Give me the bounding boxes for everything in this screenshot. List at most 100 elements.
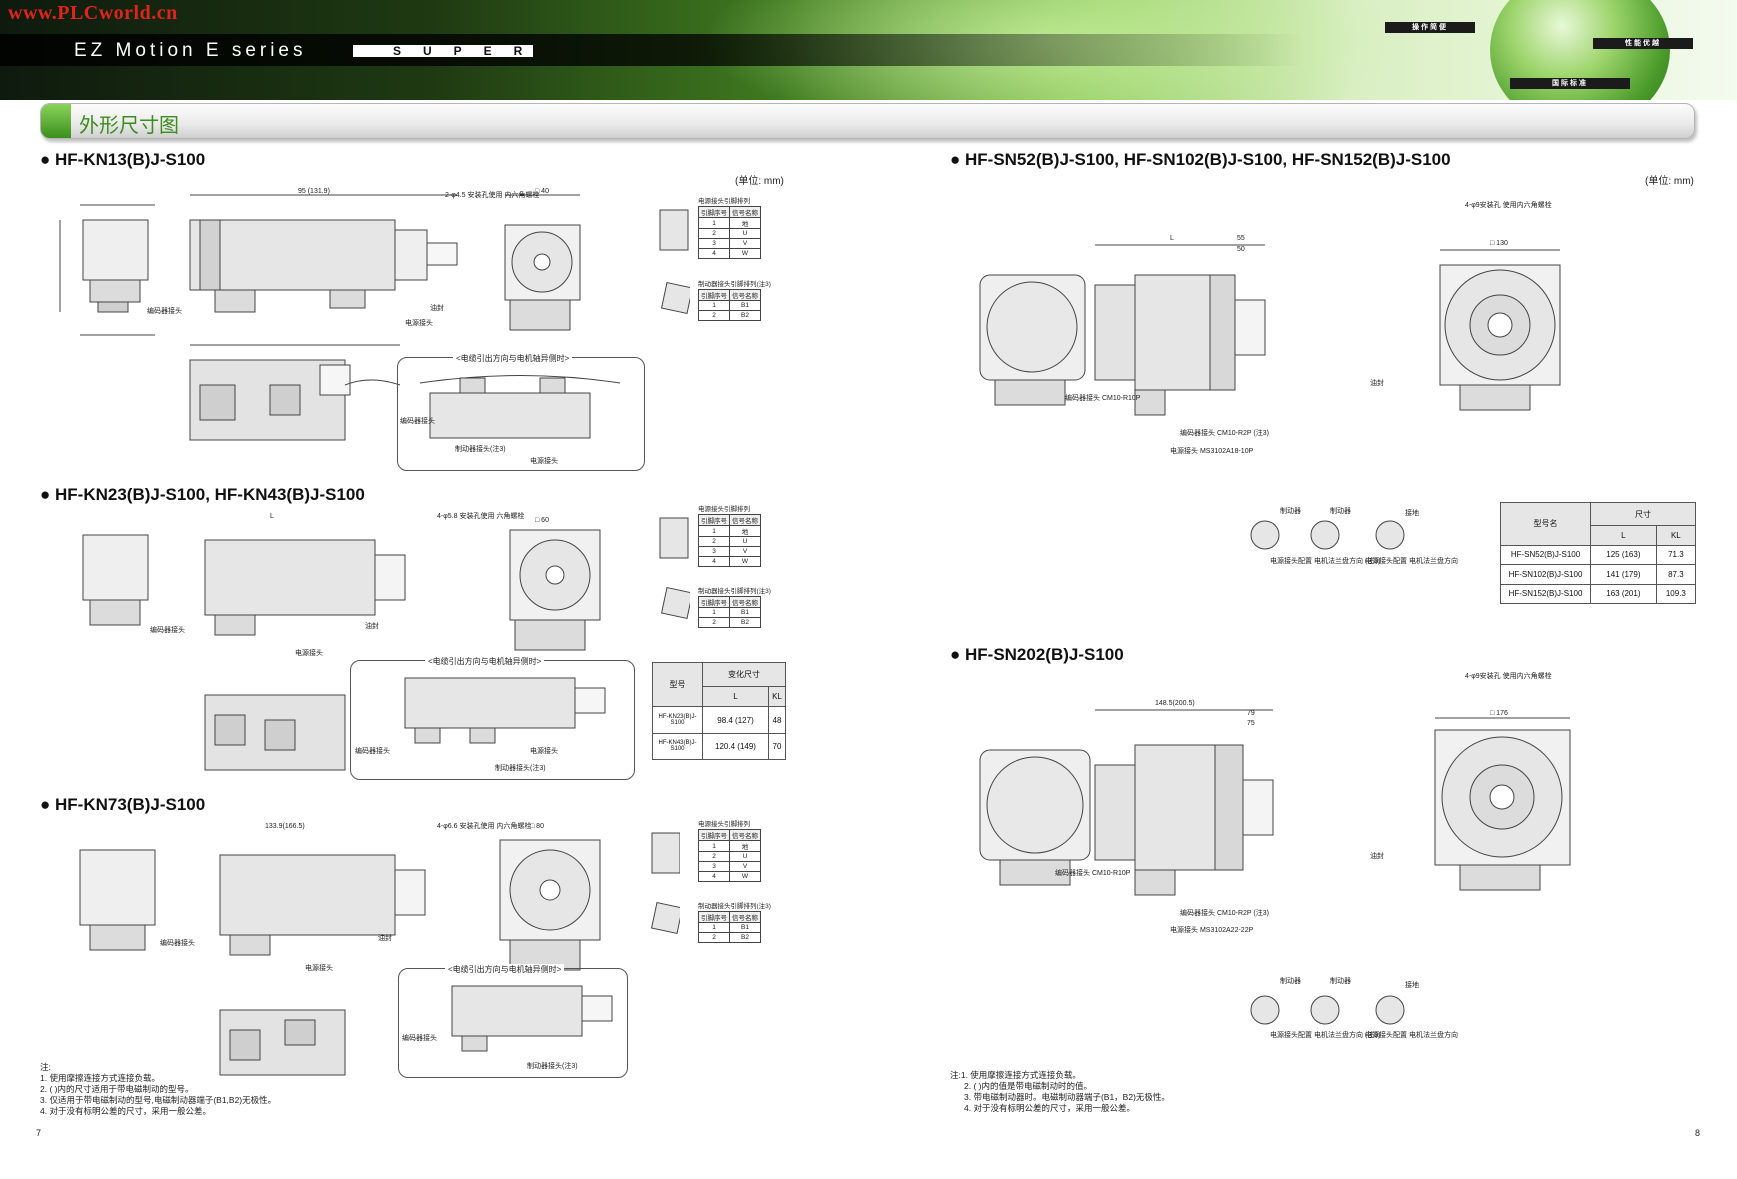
sn-size-head-var: 尺寸 bbox=[1590, 501, 1696, 527]
label-kn13-oil: 油封 bbox=[430, 303, 444, 312]
callout-kn73-encoder: 编码器接头 bbox=[402, 1033, 437, 1042]
dim-kn23-L: L bbox=[270, 513, 274, 520]
label-kn13-power: 电源接头 bbox=[405, 318, 433, 327]
pin-sig: B1 bbox=[729, 922, 761, 933]
callout-kn13-encoder: 编码器接头 bbox=[400, 416, 435, 425]
pin-header-no: 引脚序号 bbox=[698, 206, 730, 218]
label-sn-brake-icon: 制动器 bbox=[1280, 506, 1301, 515]
dim-kn73-len: 133.9(166.5) bbox=[265, 823, 305, 830]
pin-no: 1 bbox=[698, 922, 730, 933]
label-kn13-mount: 2-φ4.5 安装孔使用 内六角螺栓 bbox=[445, 190, 539, 199]
page-number-right: 8 bbox=[1695, 1128, 1701, 1138]
drawing-kn23-43: L □ 60 编码器接头 电源接头 油封 4-φ5.8 安装孔使用 六角螺栓 bbox=[82, 511, 601, 771]
page-number-left: 7 bbox=[36, 1128, 42, 1138]
note-line: 3. 带电磁制动器时。电磁制动器端子(B1，B2)无极性。 bbox=[964, 1092, 1170, 1102]
sn-size-KL: 71.3 bbox=[1655, 544, 1697, 566]
label-sn202-brake: 编码器接头 CM10-R2P (注3) bbox=[1180, 908, 1269, 917]
pin-header-no: 引脚序号 bbox=[698, 514, 730, 526]
note-line: 1. 使用摩擦连接方式连接负载。 bbox=[40, 1073, 160, 1083]
sn-size-L: 125 (163) bbox=[1590, 544, 1657, 566]
pin-no: 3 bbox=[698, 546, 730, 557]
kn-size-L: 98.4 (127) bbox=[702, 706, 769, 734]
sn-size-table: 型号名 尺寸 L KL HF-SN52(B)J-S100 125 (163) 7… bbox=[1500, 501, 1697, 605]
callout-kn23-encoder: 编码器接头 bbox=[355, 746, 390, 755]
super-label: SUPER bbox=[393, 44, 545, 58]
kn73-power-pin-caption: 电源接头引脚排列 bbox=[698, 821, 750, 828]
banner-dark-band bbox=[0, 34, 1737, 66]
heading-sn52-152: ● HF-SN52(B)J-S100, HF-SN102(B)J-S100, H… bbox=[950, 150, 1451, 169]
callout-drawing-kn73: 编码器接头 制动器接头(注3) bbox=[402, 985, 613, 1070]
note-line: 4. 对于没有标明公差的尺寸，采用一般公差。 bbox=[40, 1106, 211, 1116]
pin-no: 3 bbox=[698, 861, 730, 872]
pin-no: 2 bbox=[698, 536, 730, 547]
note-line: 4. 对于没有标明公差的尺寸，采用一般公差。 bbox=[964, 1103, 1135, 1113]
kn-size-head-model: 型号 bbox=[652, 661, 703, 708]
callout-kn73-brake: 制动器接头(注3) bbox=[527, 1061, 578, 1070]
label-kn73-encoder: 编码器接头 bbox=[160, 938, 195, 947]
sn-connector-layout: 制动器 制动器 接地 bbox=[1250, 506, 1419, 550]
heading-kn73: ● HF-KN73(B)J-S100 bbox=[40, 795, 206, 814]
pin-header-no: 引脚序号 bbox=[698, 829, 730, 841]
watermark-text: www.PLCworld.cn bbox=[8, 2, 178, 24]
unit-label-left: (单位: mm) bbox=[735, 176, 784, 187]
drawing-sn202: 148.5(200.5) 79 75 □ 176 4-φ9安装孔 使用内六角螺栓… bbox=[979, 671, 1571, 934]
unit-label-right: (单位: mm) bbox=[1645, 176, 1694, 187]
kn13-connector-icons bbox=[659, 209, 690, 315]
pin-sig: 地 bbox=[729, 525, 761, 537]
kn73-connector-icons bbox=[650, 832, 680, 935]
label-sn-ground: 接地 bbox=[1405, 508, 1419, 517]
pin-header-sig: 信号名称 bbox=[729, 514, 761, 526]
kn23-brake-pin-caption: 制动器接头引脚排列(注3) bbox=[698, 588, 771, 595]
pin-header-sig: 信号名称 bbox=[729, 829, 761, 841]
label-sn-pwr: 电源接头 MS3102A18-10P bbox=[1170, 446, 1254, 455]
pin-no: 3 bbox=[698, 238, 730, 249]
note-line: 2. ( )内的尺寸适用于带电磁制动的型号。 bbox=[40, 1084, 194, 1094]
pin-no: 2 bbox=[698, 851, 730, 862]
tag-easy: 操作简便 bbox=[1385, 22, 1475, 33]
pin-sig: B2 bbox=[729, 932, 761, 943]
heading-sn202: ● HF-SN202(B)J-S100 bbox=[950, 645, 1124, 664]
dim-sn-50: 50 bbox=[1237, 246, 1245, 253]
series-title: EZ Motion E series bbox=[74, 40, 307, 61]
label-sn-brake: 编码器接头 CM10-R2P (注3) bbox=[1180, 428, 1269, 437]
pin-sig: B2 bbox=[729, 617, 761, 628]
callout-kn23-power: 电源接头 bbox=[530, 746, 558, 755]
pin-sig: U bbox=[729, 851, 761, 862]
sn202-pwr-layout-label2: 电源接头配置 电机法兰盘方向 bbox=[1365, 1032, 1458, 1039]
heading-kn23-43: ● HF-KN23(B)J-S100, HF-KN43(B)J-S100 bbox=[40, 485, 365, 504]
pin-sig: B1 bbox=[729, 300, 761, 311]
pin-sig: U bbox=[729, 228, 761, 239]
callout-kn23-brake: 制动器接头(注3) bbox=[495, 763, 546, 772]
dim-sn202-len: 148.5(200.5) bbox=[1155, 700, 1195, 707]
pin-no: 4 bbox=[698, 556, 730, 567]
pin-header-no: 引脚序号 bbox=[698, 596, 730, 608]
kn-size-col-KL: KL bbox=[768, 686, 786, 708]
pin-no: 2 bbox=[698, 617, 730, 628]
dim-kn13-len: 95 (131.9) bbox=[298, 188, 330, 195]
sn-size-L: 141 (179) bbox=[1590, 564, 1657, 585]
notes-left: 注: 1. 使用摩擦连接方式连接负载。 2. ( )内的尺寸适用于带电磁制动的型… bbox=[40, 1062, 276, 1117]
kn-size-head-var: 变化尺寸 bbox=[702, 661, 786, 688]
dim-sn-L: L bbox=[1170, 235, 1174, 242]
label-sn202-oil: 油封 bbox=[1370, 851, 1384, 860]
kn-size-col-L: L bbox=[702, 686, 769, 708]
label-sn-oil: 油封 bbox=[1370, 378, 1384, 387]
note-line: 2. ( )内的值是带电磁制动时的值。 bbox=[964, 1081, 1092, 1091]
sn-size-col-KL: KL bbox=[1655, 525, 1697, 546]
sn-size-model: HF-SN102(B)J-S100 bbox=[1500, 564, 1591, 585]
pin-sig: B1 bbox=[729, 607, 761, 618]
pin-no: 2 bbox=[698, 228, 730, 239]
callout-title-kn23: <电缆引出方向与电机轴异侧时> bbox=[425, 656, 545, 667]
pin-no: 1 bbox=[698, 607, 730, 618]
pin-no: 1 bbox=[698, 217, 730, 229]
sn-size-model: HF-SN152(B)J-S100 bbox=[1500, 583, 1591, 605]
callout-title-kn73: <电缆引出方向与电机轴异侧时> bbox=[445, 964, 565, 975]
sn-size-col-L: L bbox=[1590, 525, 1657, 546]
label-kn73-power: 电源接头 bbox=[305, 963, 333, 972]
note-line: 注: bbox=[40, 1062, 51, 1072]
label-sn-enc: 编码器接头 CM10-R10P bbox=[1065, 393, 1141, 402]
